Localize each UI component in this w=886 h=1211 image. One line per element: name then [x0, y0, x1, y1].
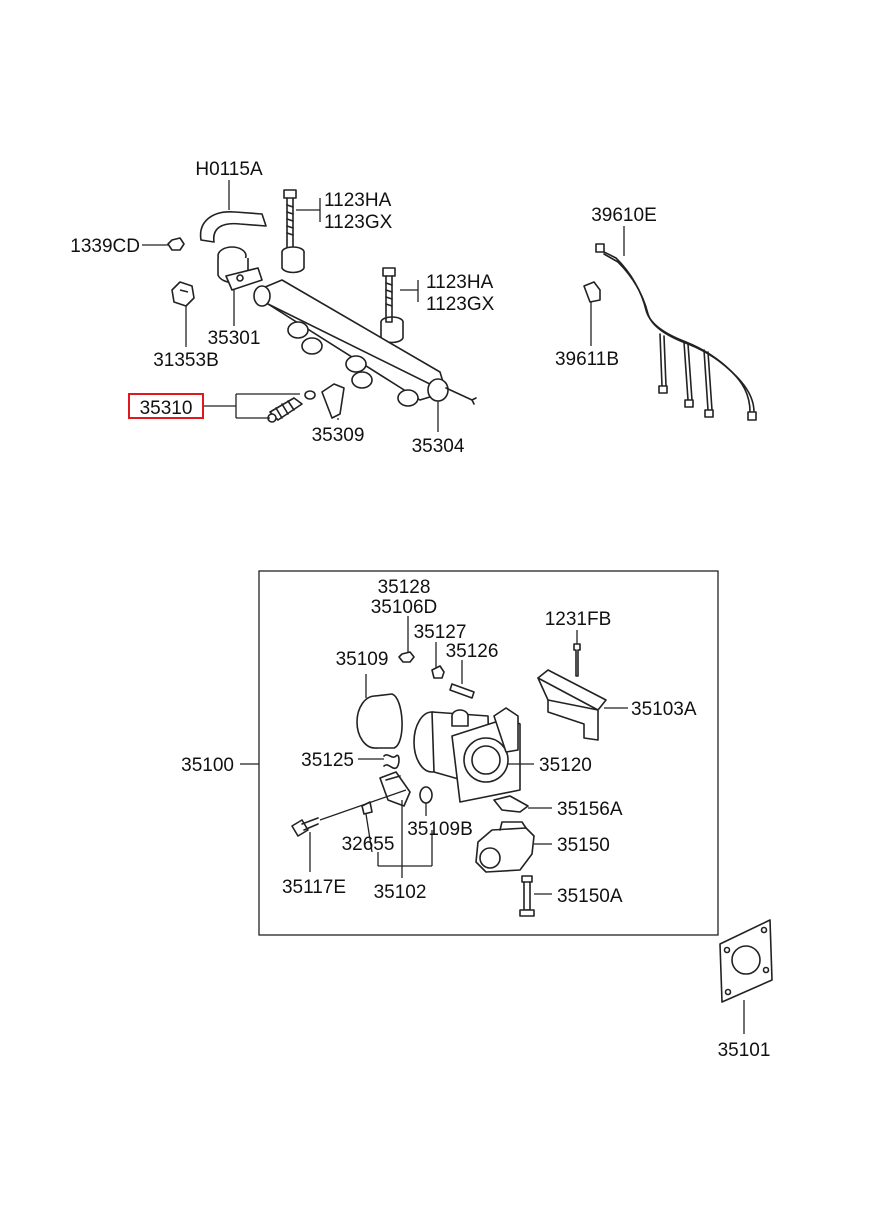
fuel-rail-drawing [253, 279, 477, 407]
bracket-drawing [537, 669, 607, 741]
part-label-1123ha-lower[interactable]: 1123HA [426, 272, 494, 293]
part-label-1123ha-upper[interactable]: 1123HA [324, 190, 392, 211]
gasket-35101-drawing [719, 919, 773, 1003]
part-label-31353b[interactable]: 31353B [153, 350, 219, 371]
part-label-35150a[interactable]: 35150A [557, 886, 623, 907]
throttle-body-drawing [413, 707, 521, 803]
part-label-1339cd[interactable]: 1339CD [70, 236, 140, 257]
cover-drawing [356, 693, 403, 749]
gasket-drawing [493, 795, 529, 813]
part-label-39610e[interactable]: 39610E [591, 205, 657, 226]
part-label-39611b[interactable]: 39611B [555, 349, 619, 370]
clip-drawing [171, 281, 195, 307]
part-label-h0115a[interactable]: H0115A [195, 159, 263, 180]
part-label-35309[interactable]: 35309 [312, 425, 365, 446]
injector-drawing [267, 397, 303, 423]
throttle-body-assembly [291, 643, 607, 917]
bolt-drawing [291, 817, 319, 837]
pressure-regulator-drawing [217, 246, 263, 291]
part-label-32655[interactable]: 32655 [342, 834, 395, 855]
nut-drawing [167, 237, 185, 251]
part-label-35128[interactable]: 35128 [378, 577, 431, 598]
fuel-rail-assembly [167, 189, 477, 423]
bolt-drawing [283, 189, 297, 251]
part-label-35125[interactable]: 35125 [301, 750, 354, 771]
harness-clip-drawing [583, 281, 601, 303]
part-label-35150[interactable]: 35150 [557, 835, 610, 856]
part-label-35301[interactable]: 35301 [208, 328, 261, 349]
spring-drawing [383, 754, 400, 770]
part-label-1123gx-lower[interactable]: 1123GX [426, 294, 495, 315]
part-label-35120[interactable]: 35120 [539, 755, 592, 776]
bolt-drawing [382, 267, 396, 323]
part-label-35126[interactable]: 35126 [446, 641, 499, 662]
part-label-35103a[interactable]: 35103A [631, 699, 697, 720]
bracket-drawing [321, 383, 345, 419]
part-label-1123gx-upper[interactable]: 1123GX [324, 212, 393, 233]
part-label-35304[interactable]: 35304 [412, 436, 465, 457]
bolt-drawing [519, 875, 535, 917]
part-label-35310[interactable]: 35310 [140, 398, 193, 419]
bolt-drawing [573, 643, 581, 677]
part-label-35117e[interactable]: 35117E [282, 877, 346, 898]
part-label-35106d[interactable]: 35106D [371, 597, 438, 618]
highlight-box[interactable] [128, 393, 204, 419]
nut-drawing [398, 651, 415, 663]
part-label-35127[interactable]: 35127 [414, 622, 467, 643]
idle-control-valve-drawing [475, 821, 535, 873]
part-label-35156a[interactable]: 35156A [557, 799, 623, 820]
wiring-harness [583, 243, 757, 421]
harness-drawing [599, 249, 751, 413]
throttle-body-assembly-frame [258, 570, 719, 936]
part-label-35109[interactable]: 35109 [336, 649, 389, 670]
part-label-35100[interactable]: 35100 [181, 755, 234, 776]
part-label-1231fb[interactable]: 1231FB [545, 609, 612, 630]
o-ring-drawing [304, 390, 316, 400]
leader-lines [142, 180, 745, 1034]
cap-drawing [419, 786, 433, 804]
washer-drawing [431, 665, 445, 679]
part-label-35109b[interactable]: 35109B [407, 819, 473, 840]
part-label-35102[interactable]: 35102 [374, 882, 427, 903]
insulator-drawing [281, 246, 404, 344]
sensor-drawing [379, 771, 411, 807]
hose-drawing [199, 211, 267, 243]
part-label-35101[interactable]: 35101 [718, 1040, 771, 1061]
screw-drawing [449, 683, 475, 699]
